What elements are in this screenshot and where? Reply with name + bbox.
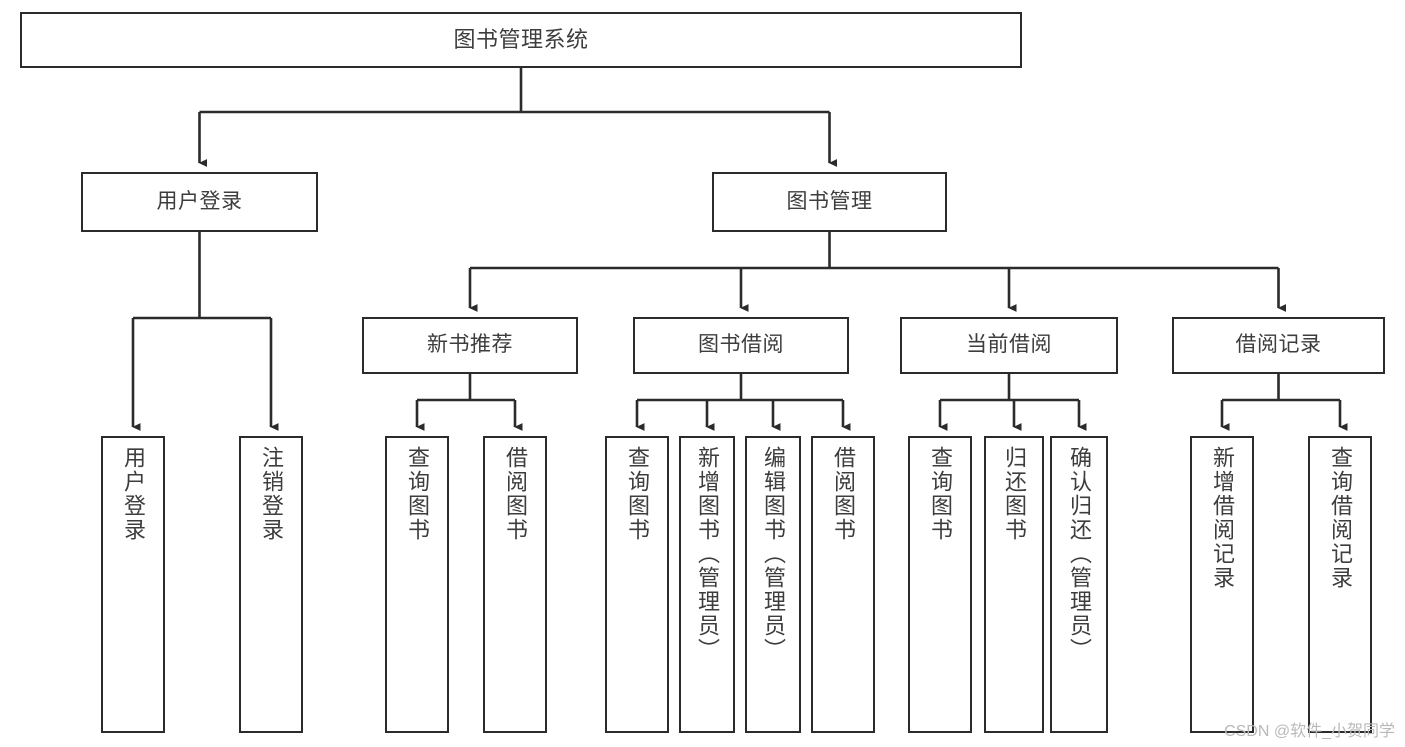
node-label: 图书管理 (786, 189, 873, 213)
node-label: 编辑图书（管理员） (761, 446, 786, 662)
node-borrow_record[interactable]: 借阅记录 (1172, 317, 1385, 374)
node-leaf_confirm[interactable]: 确认归还（管理员） (1050, 436, 1108, 733)
node-leaf_q_book_3[interactable]: 查询图书 (908, 436, 972, 733)
node-book_borrow[interactable]: 图书借阅 (633, 317, 849, 374)
node-leaf_edit_book[interactable]: 编辑图书（管理员） (745, 436, 801, 733)
node-leaf_add_book[interactable]: 新增图书（管理员） (679, 436, 735, 733)
node-label: 新增图书（管理员） (695, 446, 720, 662)
node-label: 新书推荐 (427, 333, 513, 357)
node-root[interactable]: 图书管理系统 (20, 12, 1022, 68)
node-leaf_logout[interactable]: 注销登录 (239, 436, 303, 733)
node-leaf_q_book_1[interactable]: 查询图书 (385, 436, 449, 733)
node-leaf_return[interactable]: 归还图书 (984, 436, 1044, 733)
node-label: 用户登录 (121, 446, 146, 542)
node-leaf_b_book_1[interactable]: 借阅图书 (483, 436, 547, 733)
node-label: 归还图书 (1002, 446, 1027, 542)
node-label: 当前借阅 (966, 333, 1052, 357)
csdn-watermark: CSDN @软件_小贺同学 (1224, 723, 1395, 740)
node-label: 用户登录 (156, 189, 243, 213)
node-leaf_q_rec[interactable]: 查询借阅记录 (1308, 436, 1372, 733)
node-book_mgmt[interactable]: 图书管理 (712, 172, 947, 232)
node-label: 查询图书 (625, 446, 650, 542)
node-label: 借阅图书 (831, 446, 856, 542)
node-leaf_b_book_2[interactable]: 借阅图书 (811, 436, 875, 733)
node-label: 查询图书 (405, 446, 430, 542)
node-user_login[interactable]: 用户登录 (81, 172, 318, 232)
node-label: 借阅记录 (1235, 333, 1322, 357)
node-leaf_add_rec[interactable]: 新增借阅记录 (1190, 436, 1254, 733)
node-label: 查询借阅记录 (1328, 446, 1353, 590)
node-label: 图书管理系统 (453, 27, 589, 53)
node-label: 确认归还（管理员） (1067, 446, 1092, 662)
node-label: 借阅图书 (503, 446, 528, 542)
node-label: 注销登录 (259, 446, 284, 542)
node-label: 图书借阅 (698, 333, 784, 357)
node-leaf_q_book_2[interactable]: 查询图书 (605, 436, 669, 733)
node-current_borrow[interactable]: 当前借阅 (900, 317, 1118, 374)
node-label: 查询图书 (928, 446, 953, 542)
node-label: 新增借阅记录 (1210, 446, 1235, 590)
node-leaf_user_login[interactable]: 用户登录 (101, 436, 165, 733)
node-new_book_rec[interactable]: 新书推荐 (362, 317, 578, 374)
